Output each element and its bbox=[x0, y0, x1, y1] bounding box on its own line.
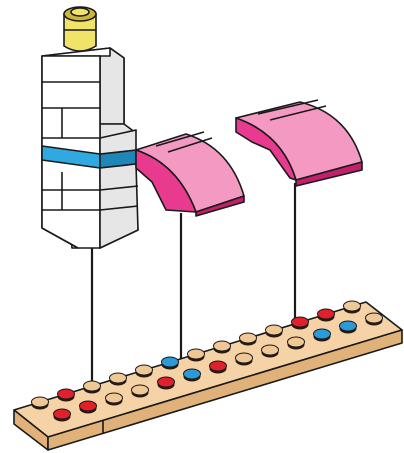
magenta-curved-slope-right bbox=[236, 100, 362, 186]
transparent-yellow-stud bbox=[64, 7, 96, 51]
plate-stud bbox=[32, 397, 49, 410]
plate-stud bbox=[214, 341, 231, 354]
plate-stud bbox=[340, 321, 357, 334]
plate-stud bbox=[266, 325, 283, 338]
plate-stud bbox=[292, 317, 309, 330]
plate-stud bbox=[314, 329, 331, 342]
plate-stud bbox=[188, 349, 205, 362]
yellow-stud-ring bbox=[71, 8, 89, 16]
plate-stud bbox=[210, 361, 227, 374]
plate-stud bbox=[54, 409, 71, 422]
plate-stud bbox=[262, 345, 279, 358]
plate-stud bbox=[318, 309, 335, 322]
plate-stud bbox=[158, 377, 175, 390]
plate-stud bbox=[80, 401, 97, 414]
plate-stud bbox=[106, 393, 123, 406]
plate-stud bbox=[288, 337, 305, 350]
plate-stud bbox=[58, 389, 75, 402]
plate-stud bbox=[366, 313, 383, 326]
plate-stud bbox=[344, 301, 361, 314]
white-brick-tower bbox=[42, 48, 138, 248]
tower-body-right bbox=[100, 48, 124, 124]
plate-stud bbox=[136, 365, 153, 378]
magenta-curved-slope-left bbox=[136, 132, 244, 216]
plate-stud bbox=[132, 385, 149, 398]
plate-stud bbox=[110, 373, 127, 386]
plate-stud bbox=[184, 369, 201, 382]
plate-stud bbox=[240, 333, 257, 346]
plate-stud bbox=[162, 357, 179, 370]
plate-stud bbox=[84, 381, 101, 394]
plate-stud bbox=[236, 353, 253, 366]
